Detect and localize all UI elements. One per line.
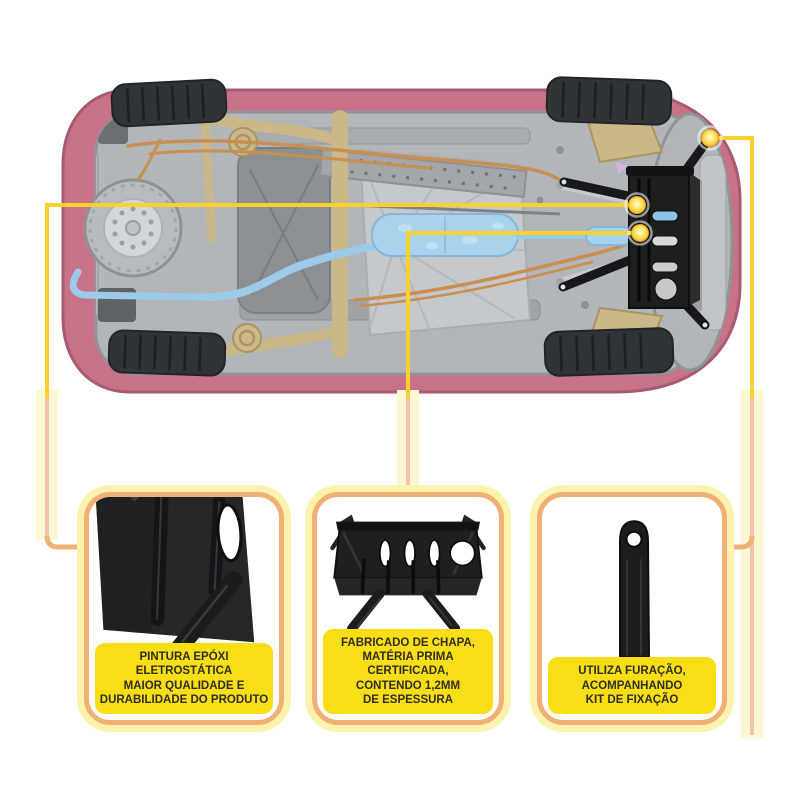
tire-front-left bbox=[110, 78, 228, 128]
callout-dot-fixation bbox=[697, 125, 723, 151]
fixation-part-image bbox=[542, 497, 722, 658]
callout-dot-epoxy bbox=[624, 192, 650, 218]
callout-lines bbox=[36, 136, 763, 738]
feature-card-fixation: UTILIZA FURAÇÃO, ACOMPANHANDO KIT DE FIX… bbox=[537, 492, 727, 725]
skid-plate-installed bbox=[558, 136, 712, 330]
feature-label-epoxy: PINTURA EPÓXI ELETROSTÁTICA MAIOR QUALID… bbox=[95, 643, 273, 714]
tire-front-right bbox=[545, 76, 673, 126]
callout-dot-material bbox=[627, 220, 653, 246]
feature-card-material: FABRICADO DE CHAPA, MATÉRIA PRIMA CERTIF… bbox=[312, 492, 504, 725]
callout-line-fixation bbox=[710, 136, 754, 398]
arrow-marker bbox=[616, 162, 628, 174]
callout-line-epoxy bbox=[45, 203, 637, 398]
skid-plate-front-view bbox=[330, 514, 486, 629]
material-part-image bbox=[317, 497, 499, 629]
feature-label-fixation: UTILIZA FURAÇÃO, ACOMPANHANDO KIT DE FIX… bbox=[548, 657, 716, 714]
mounting-strap-view bbox=[619, 520, 651, 658]
callout-dots bbox=[624, 125, 723, 246]
fuel-brake-lines bbox=[126, 138, 669, 308]
spare-tire bbox=[83, 178, 183, 278]
epoxy-part-closeup bbox=[95, 497, 255, 643]
callout-line-material bbox=[406, 231, 640, 398]
tire-rear-left bbox=[107, 329, 227, 377]
feature-card-epoxy: PINTURA EPÓXI ELETROSTÁTICA MAIOR QUALID… bbox=[84, 492, 284, 725]
epoxy-part-image bbox=[89, 497, 279, 643]
tires bbox=[107, 76, 675, 377]
feature-label-material: FABRICADO DE CHAPA, MATÉRIA PRIMA CERTIF… bbox=[323, 628, 493, 714]
